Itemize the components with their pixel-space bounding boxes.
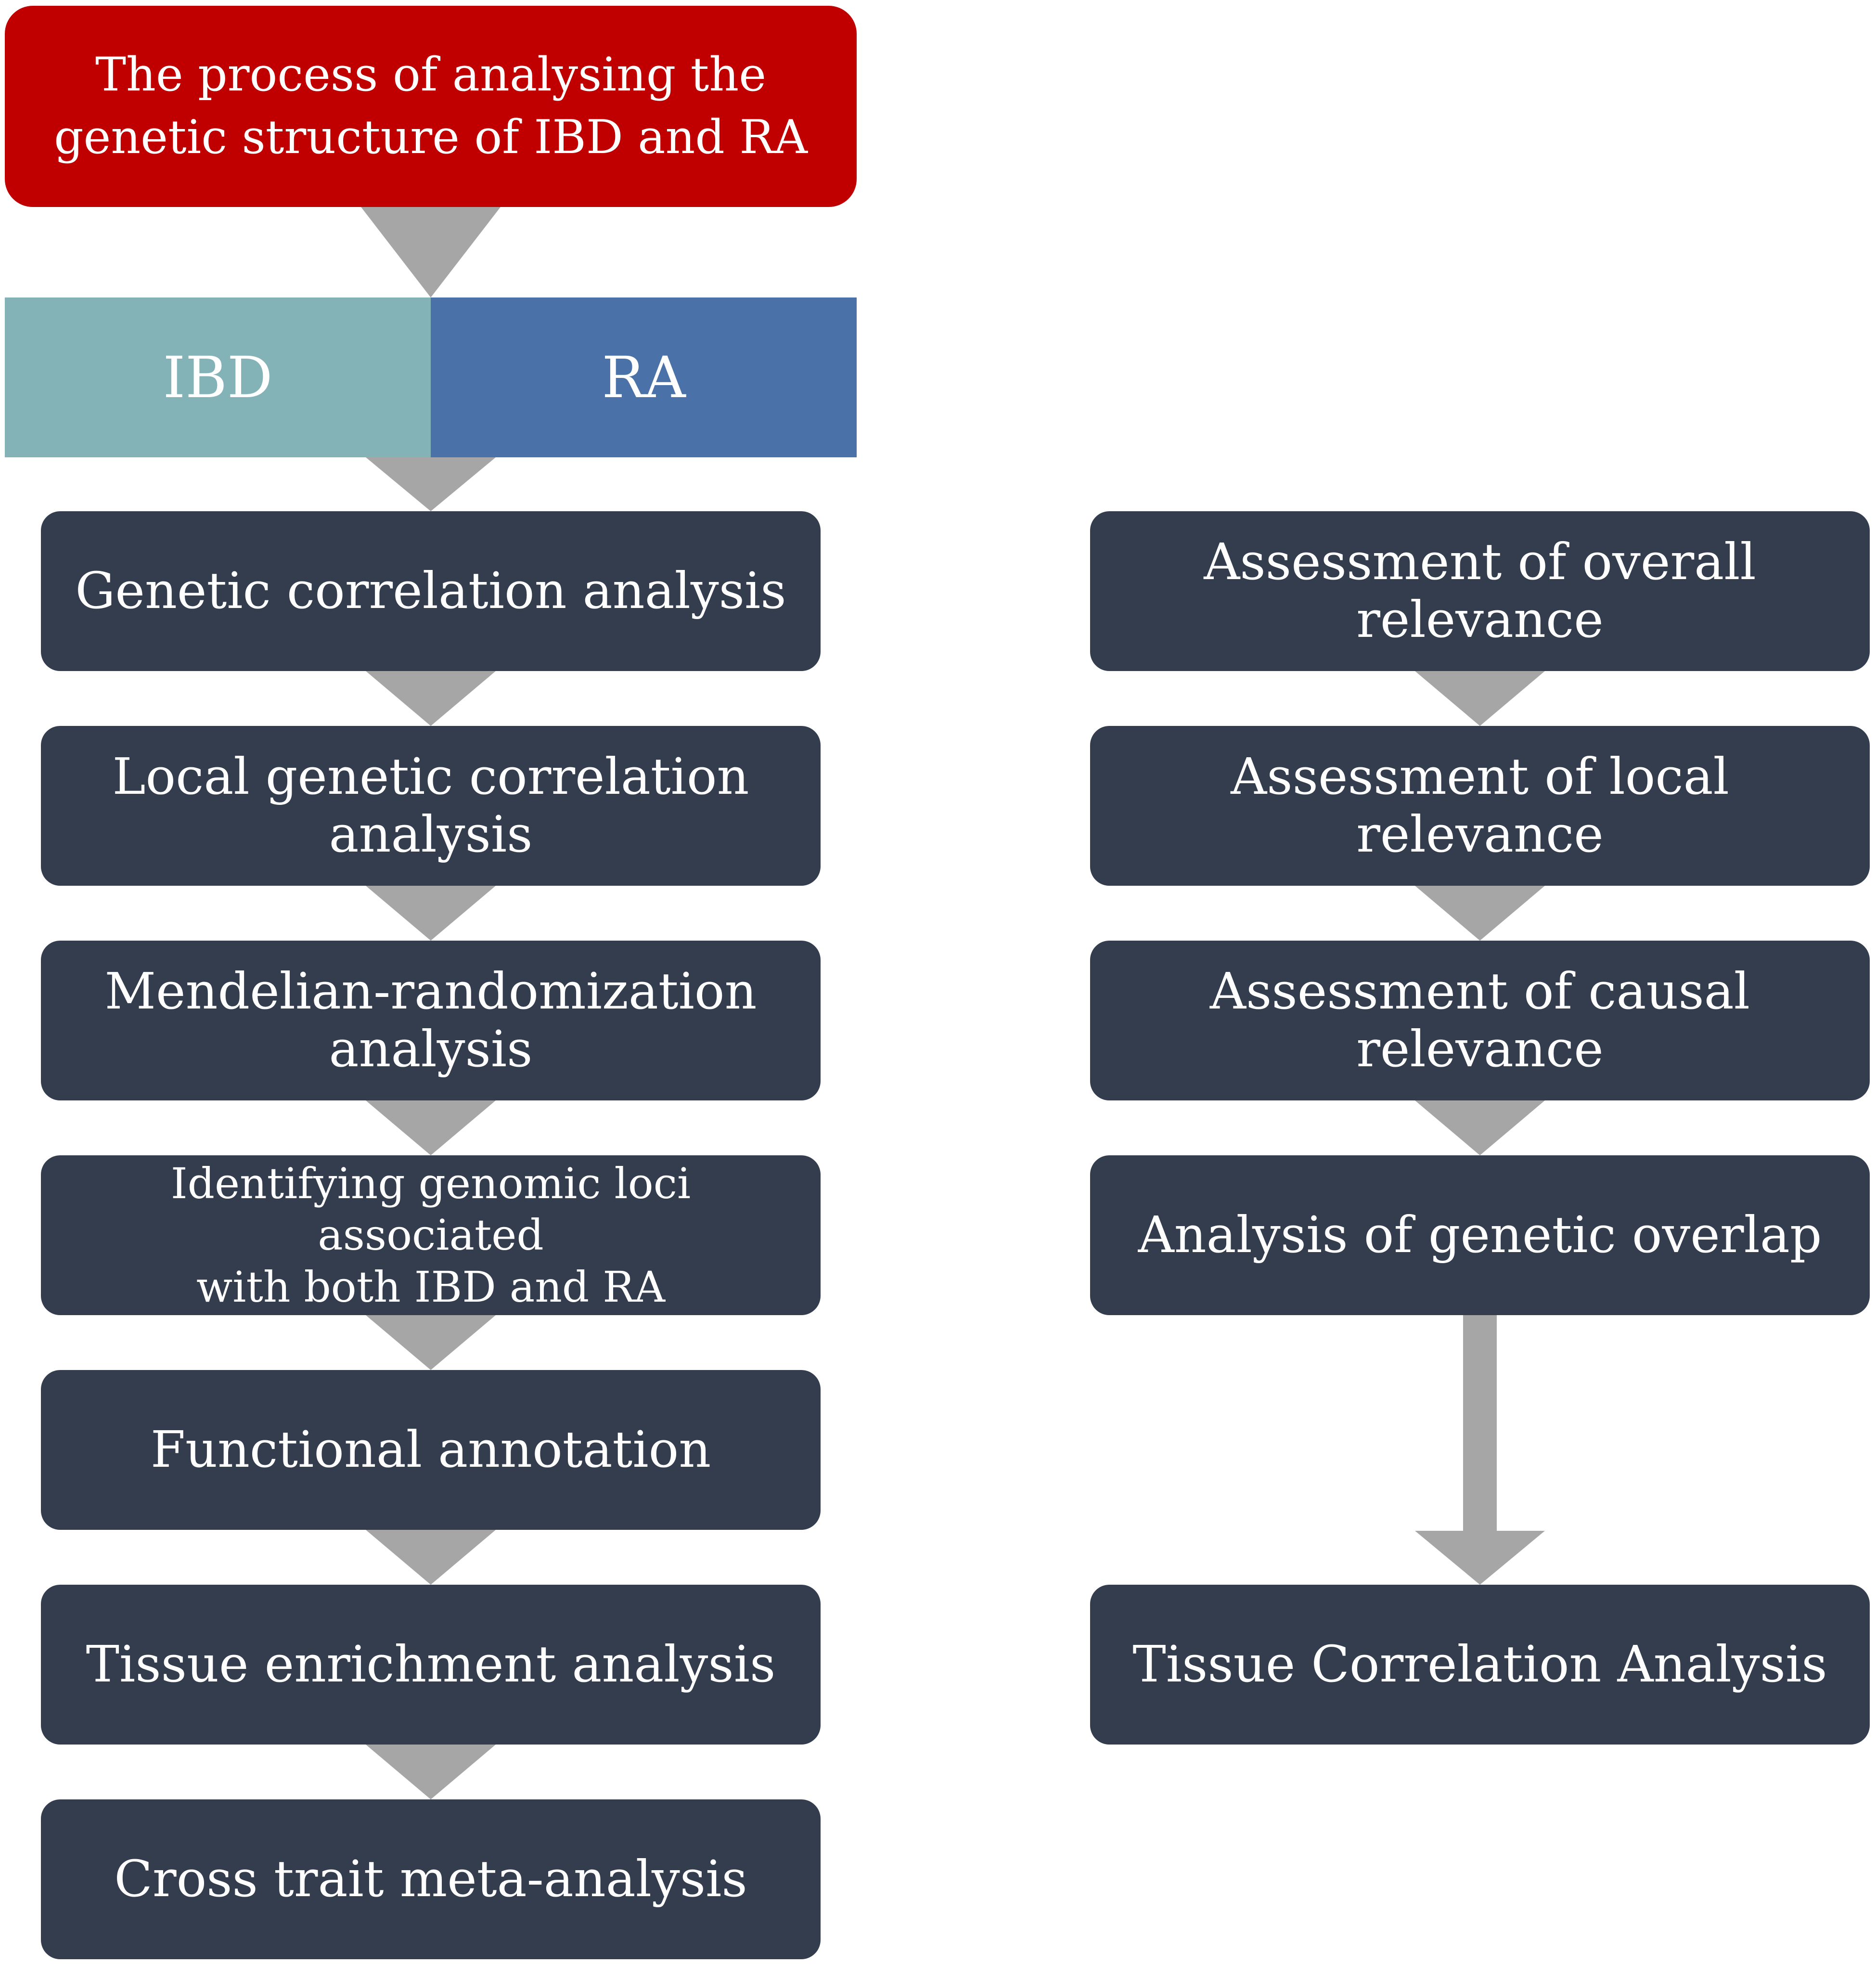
ra-block: RA <box>431 297 857 457</box>
step-label: Assessment of overall relevance <box>1204 532 1756 649</box>
step-label: Local genetic correlation analysis <box>112 747 749 864</box>
step-genetic-overlap: Analysis of genetic overlap <box>1090 1155 1870 1315</box>
step-label: Analysis of genetic overlap <box>1138 1205 1822 1265</box>
step-label: Assessment of local relevance <box>1231 747 1729 864</box>
arrow-left-4-5 <box>366 1315 496 1370</box>
diagram-title-box: The process of analysing the genetic str… <box>5 6 857 207</box>
arrow-left-6-7 <box>366 1745 496 1799</box>
arrow-right-3-4 <box>1415 1100 1545 1155</box>
step-label: Tissue enrichment analysis <box>86 1635 776 1694</box>
step-label: Identifying genomic loci associated with… <box>170 1158 691 1312</box>
step-label: Functional annotation <box>150 1420 711 1479</box>
arrow-right-4-5-shaft <box>1463 1315 1497 1533</box>
arrow-split-to-genetic-correlation <box>366 457 496 511</box>
ibd-label: IBD <box>163 344 273 411</box>
step-cross-trait-meta-analysis: Cross trait meta-analysis <box>41 1799 821 1959</box>
step-tissue-enrichment: Tissue enrichment analysis <box>41 1585 821 1745</box>
arrow-right-4-5-head <box>1415 1531 1545 1585</box>
step-local-genetic-correlation: Local genetic correlation analysis <box>41 726 821 886</box>
step-label: Cross trait meta-analysis <box>114 1849 747 1909</box>
arrow-left-3-4 <box>366 1100 496 1155</box>
arrow-right-2-3 <box>1415 886 1545 941</box>
step-genetic-correlation: Genetic correlation analysis <box>41 511 821 671</box>
arrow-left-5-6 <box>366 1530 496 1585</box>
ra-label: RA <box>602 344 686 411</box>
step-local-relevance: Assessment of local relevance <box>1090 726 1870 886</box>
step-tissue-correlation: Tissue Correlation Analysis <box>1090 1585 1870 1745</box>
step-identifying-genomic-loci: Identifying genomic loci associated with… <box>41 1155 821 1315</box>
arrow-right-1-2 <box>1415 671 1545 726</box>
step-label: Mendelian-randomization analysis <box>104 962 757 1078</box>
step-label: Tissue Correlation Analysis <box>1132 1635 1827 1694</box>
step-overall-relevance: Assessment of overall relevance <box>1090 511 1870 671</box>
step-label: Assessment of causal relevance <box>1209 962 1750 1078</box>
ibd-block: IBD <box>5 297 431 457</box>
step-mendelian-randomization: Mendelian-randomization analysis <box>41 941 821 1100</box>
arrow-left-1-2 <box>366 671 496 726</box>
step-causal-relevance: Assessment of causal relevance <box>1090 941 1870 1100</box>
step-label: Genetic correlation analysis <box>75 561 786 621</box>
diagram-title: The process of analysing the genetic str… <box>54 48 808 164</box>
arrow-title-to-split <box>361 207 501 297</box>
step-functional-annotation: Functional annotation <box>41 1370 821 1530</box>
arrow-left-2-3 <box>366 886 496 941</box>
